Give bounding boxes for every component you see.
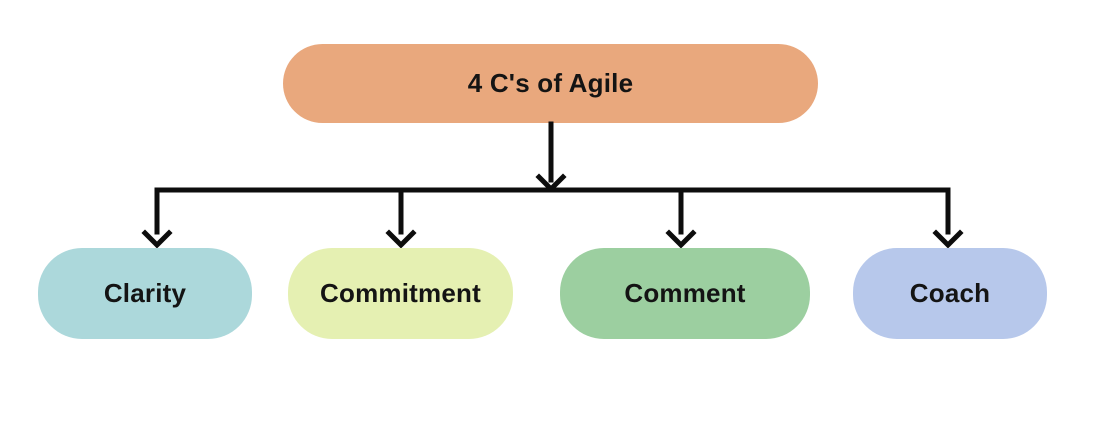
- drop-arrowhead-clarity: [141, 229, 173, 249]
- root-stem-arrowhead: [535, 173, 567, 193]
- child-node-label: Commitment: [320, 278, 481, 308]
- child-node-label: Coach: [909, 278, 991, 308]
- drop-arrowhead-comment: [665, 229, 697, 249]
- drop-arrowhead-coach: [932, 229, 964, 249]
- child-node-label: Comment: [624, 278, 746, 308]
- child-node-commitment: Commitment: [288, 248, 513, 339]
- child-node-comment: Comment: [560, 248, 810, 339]
- root-node-label: 4 C's of Agile: [467, 68, 634, 98]
- drop-arrowhead-commitment: [385, 229, 417, 249]
- connector-group: [141, 121, 964, 249]
- child-node-clarity: Clarity: [38, 248, 252, 339]
- root-node: 4 C's of Agile: [283, 44, 818, 123]
- child-node-label: Clarity: [103, 278, 187, 308]
- child-node-coach: Coach: [853, 248, 1047, 339]
